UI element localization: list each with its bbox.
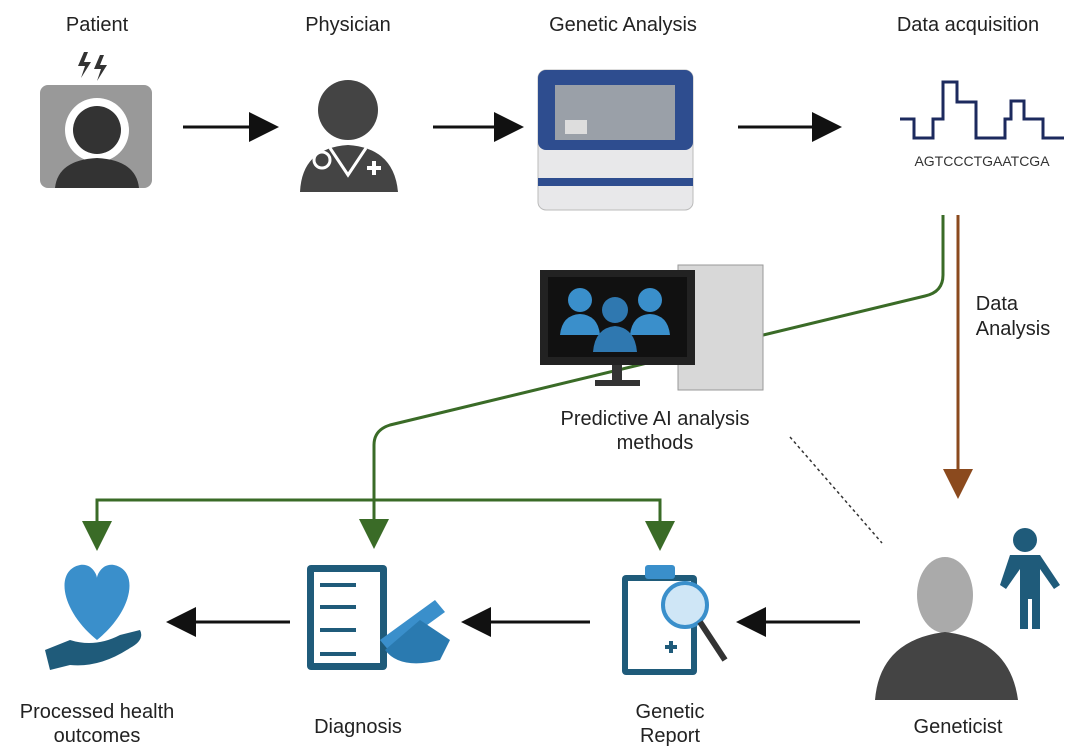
diagnosis-checklist-icon	[307, 565, 450, 670]
label-data-acquisition: Data acquisition	[896, 14, 1040, 36]
ai-line2: methods	[616, 432, 694, 454]
ai-line1: Predictive AI analysis	[560, 408, 750, 430]
green-branch-line	[95, 498, 662, 543]
sequence-text: AGTCCCTGAATCGA	[914, 153, 1050, 169]
green-ai-path	[359, 215, 945, 549]
outcomes-line1: Processed health	[19, 701, 175, 723]
sequence-trace-icon	[900, 80, 1064, 140]
label-physician: Physician	[305, 14, 391, 36]
data-analysis-line1: Data	[975, 293, 1019, 315]
label-genetic-analysis: Genetic Analysis	[549, 14, 697, 36]
label-geneticist: Geneticist	[913, 716, 1003, 738]
dotted-link	[789, 436, 883, 544]
patient-icon	[40, 52, 152, 188]
data-analysis-line2: Analysis	[975, 318, 1051, 340]
genetic-report-icon	[622, 565, 728, 675]
ai-computer-icon	[540, 264, 764, 391]
label-patient: Patient	[65, 14, 129, 36]
heart-hand-icon	[45, 564, 142, 670]
physician-icon	[300, 80, 398, 192]
label-diagnosis: Diagnosis	[314, 716, 402, 738]
geneticist-icon	[875, 528, 1060, 700]
report-line2: Report	[639, 725, 701, 747]
report-line1: Genetic	[635, 701, 705, 723]
sequencer-icon	[537, 69, 694, 211]
outcomes-line2: outcomes	[53, 725, 141, 747]
